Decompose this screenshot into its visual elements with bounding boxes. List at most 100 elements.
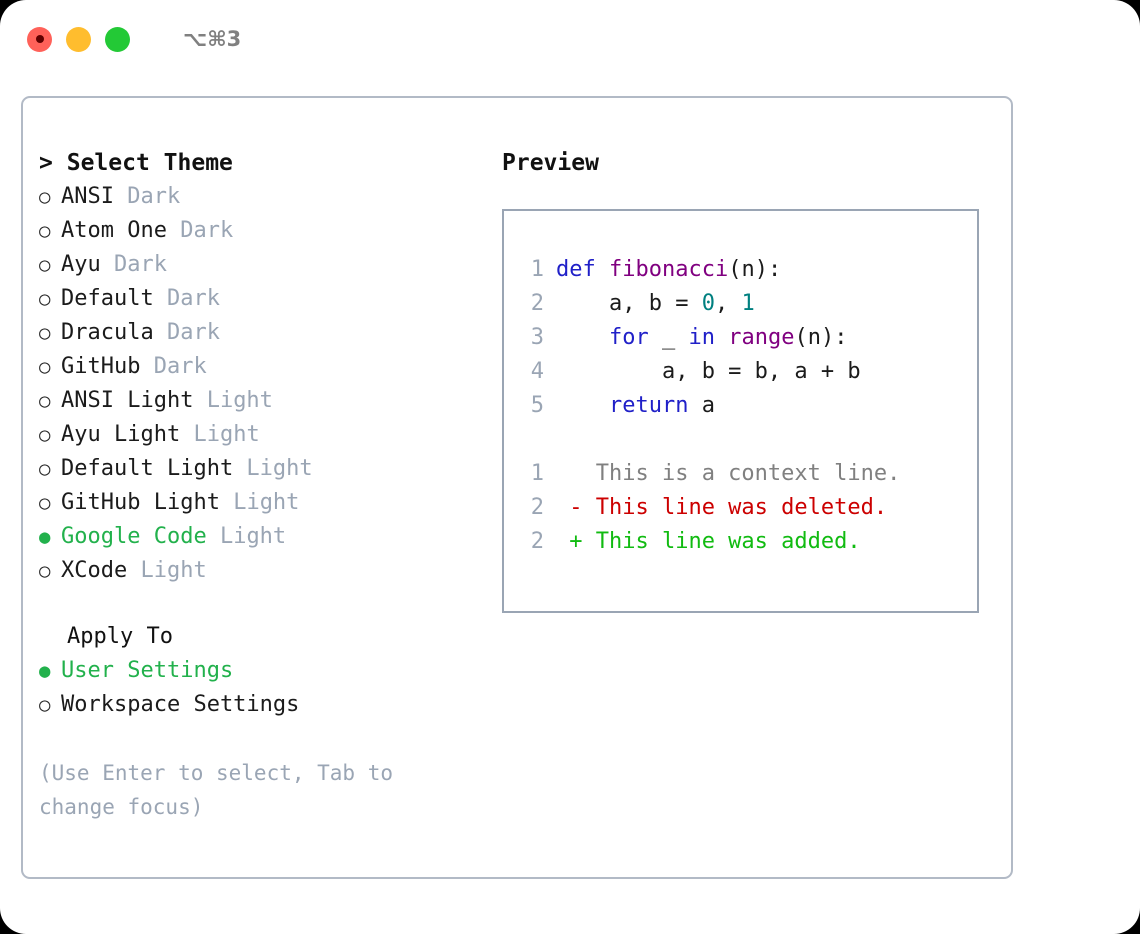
theme-option-default-light[interactable]: ○Default Light Light xyxy=(39,452,499,486)
line-content: This is a context line. xyxy=(556,457,901,491)
theme-option-google-code[interactable]: ●Google Code Light xyxy=(39,520,499,554)
token-txt: a, b = b, a + b xyxy=(556,359,861,384)
line-content: a, b = 0, 1 xyxy=(556,287,755,321)
theme-selector-column: > Select Theme ○ANSI Dark○Atom One Dark○… xyxy=(39,146,499,824)
token-kw: def xyxy=(556,257,609,282)
theme-option-dracula[interactable]: ○ Dracula Dark xyxy=(39,316,499,350)
page-title-label: Select Theme xyxy=(66,150,233,176)
apply-to-label: User Settings xyxy=(61,658,234,683)
theme-name-label: GitHub xyxy=(61,354,141,379)
code-diff-spacer xyxy=(516,423,977,457)
theme-kind-badge: Dark xyxy=(153,286,220,311)
radio-empty-icon: ○ xyxy=(39,220,51,242)
line-content: + This line was added. xyxy=(556,525,861,559)
radio-selected-icon: ● xyxy=(39,660,51,682)
apply-to-heading: Apply To xyxy=(67,624,173,649)
token-txt xyxy=(556,325,609,350)
token-txt: a, b = xyxy=(556,291,702,316)
theme-option-atom-one[interactable]: ○ Atom One Dark xyxy=(39,214,499,248)
theme-kind-badge: Dark xyxy=(113,184,181,209)
theme-name-label: Ayu Light xyxy=(61,422,181,447)
keyboard-hint: (Use Enter to select, Tab to change focu… xyxy=(39,761,406,819)
window-controls xyxy=(27,26,130,52)
diff-line: 2 + This line was added. xyxy=(516,525,977,559)
token-txt xyxy=(715,325,728,350)
radio-empty-icon: ○ xyxy=(39,694,51,716)
theme-option-ayu[interactable]: ○ Ayu Dark xyxy=(39,248,499,282)
code-line: 1 def fibonacci(n): xyxy=(516,253,977,287)
radio-empty-icon: ○ xyxy=(39,560,51,582)
line-number: 1 xyxy=(530,257,544,282)
theme-name-label: ANSI Light xyxy=(61,388,194,413)
theme-kind-badge: Light xyxy=(127,558,207,583)
main-panel: > Select Theme ○ANSI Dark○Atom One Dark○… xyxy=(21,96,1013,879)
shortcut-label: ⌥⌘3 xyxy=(183,27,242,51)
theme-name-label: Default xyxy=(61,286,154,311)
token-fn: fibonacci xyxy=(608,257,729,282)
apply-to-option-workspace-settings[interactable]: ○Workspace Settings xyxy=(39,688,499,722)
theme-option-ayu-light[interactable]: ○Ayu Light Light xyxy=(39,418,499,452)
token-txt: (n): xyxy=(794,325,848,350)
theme-name-label: XCode xyxy=(61,558,128,583)
theme-kind-badge: Light xyxy=(233,456,313,481)
line-number: 5 xyxy=(530,393,544,418)
token-add: + This line was added. xyxy=(556,529,861,554)
diff-sample: 1 This is a context line.2 - This line w… xyxy=(516,457,977,559)
radio-empty-icon: ○ xyxy=(39,254,51,276)
theme-option-xcode[interactable]: ○ XCode Light xyxy=(39,554,499,588)
radio-empty-icon: ○ xyxy=(39,424,51,446)
code-line: 2 a, b = 0, 1 xyxy=(516,287,977,321)
theme-kind-badge: Dark xyxy=(140,354,207,379)
theme-option-default[interactable]: ○Default Dark xyxy=(39,282,499,316)
titlebar: ⌥⌘3 xyxy=(0,0,1140,78)
token-txt: _ xyxy=(648,325,689,350)
apply-to-option-user-settings[interactable]: ● User Settings xyxy=(39,654,499,688)
minimize-light-icon[interactable] xyxy=(66,26,91,52)
theme-option-ansi[interactable]: ○ANSI Dark xyxy=(39,180,499,214)
radio-empty-icon: ○ xyxy=(39,322,51,344)
token-txt xyxy=(556,393,609,418)
maximize-light-icon[interactable] xyxy=(105,26,130,52)
theme-name-label: Ayu xyxy=(61,252,101,277)
radio-empty-icon: ○ xyxy=(39,186,51,208)
theme-kind-badge: Dark xyxy=(166,218,234,243)
apply-to-list: ● User Settings ○Workspace Settings xyxy=(39,654,499,722)
token-kw: for xyxy=(608,325,649,350)
theme-kind-badge: Dark xyxy=(100,252,167,277)
line-number: 2 xyxy=(530,291,544,316)
token-num: 1 xyxy=(741,291,755,316)
theme-name-label: Atom One xyxy=(61,218,167,243)
theme-kind-badge: Dark xyxy=(153,320,220,345)
theme-kind-badge: Light xyxy=(193,388,273,413)
code-line: 5 return a xyxy=(516,389,977,423)
line-content: for _ in range(n): xyxy=(556,321,847,355)
line-number: 2 xyxy=(530,495,544,520)
spacer xyxy=(39,588,499,620)
line-number: 2 xyxy=(530,529,544,554)
token-txt: a xyxy=(688,393,715,418)
theme-option-github-light[interactable]: ○ GitHub Light Light xyxy=(39,486,499,520)
close-light-icon[interactable] xyxy=(27,26,52,52)
theme-name-label: GitHub Light xyxy=(61,490,220,515)
token-txt: (n): xyxy=(728,257,782,282)
line-number: 3 xyxy=(530,325,544,350)
diff-line: 2 - This line was deleted. xyxy=(516,491,977,525)
theme-option-github[interactable]: ○ GitHub Dark xyxy=(39,350,499,384)
line-number: 1 xyxy=(530,461,544,486)
theme-kind-badge: Light xyxy=(219,490,300,515)
line-number: 4 xyxy=(530,359,544,384)
prompt-caret-icon: > xyxy=(39,150,53,176)
radio-empty-icon: ○ xyxy=(39,356,51,378)
token-kw: in xyxy=(688,325,715,350)
radio-empty-icon: ○ xyxy=(39,492,51,514)
code-line: 4 a, b = b, a + b xyxy=(516,355,977,389)
radio-empty-icon: ○ xyxy=(39,458,51,480)
theme-name-label: Dracula xyxy=(61,320,154,345)
theme-option-ansi-light[interactable]: ○ANSI Light Light xyxy=(39,384,499,418)
line-content: def fibonacci(n): xyxy=(556,253,781,287)
theme-kind-badge: Light xyxy=(206,524,287,549)
